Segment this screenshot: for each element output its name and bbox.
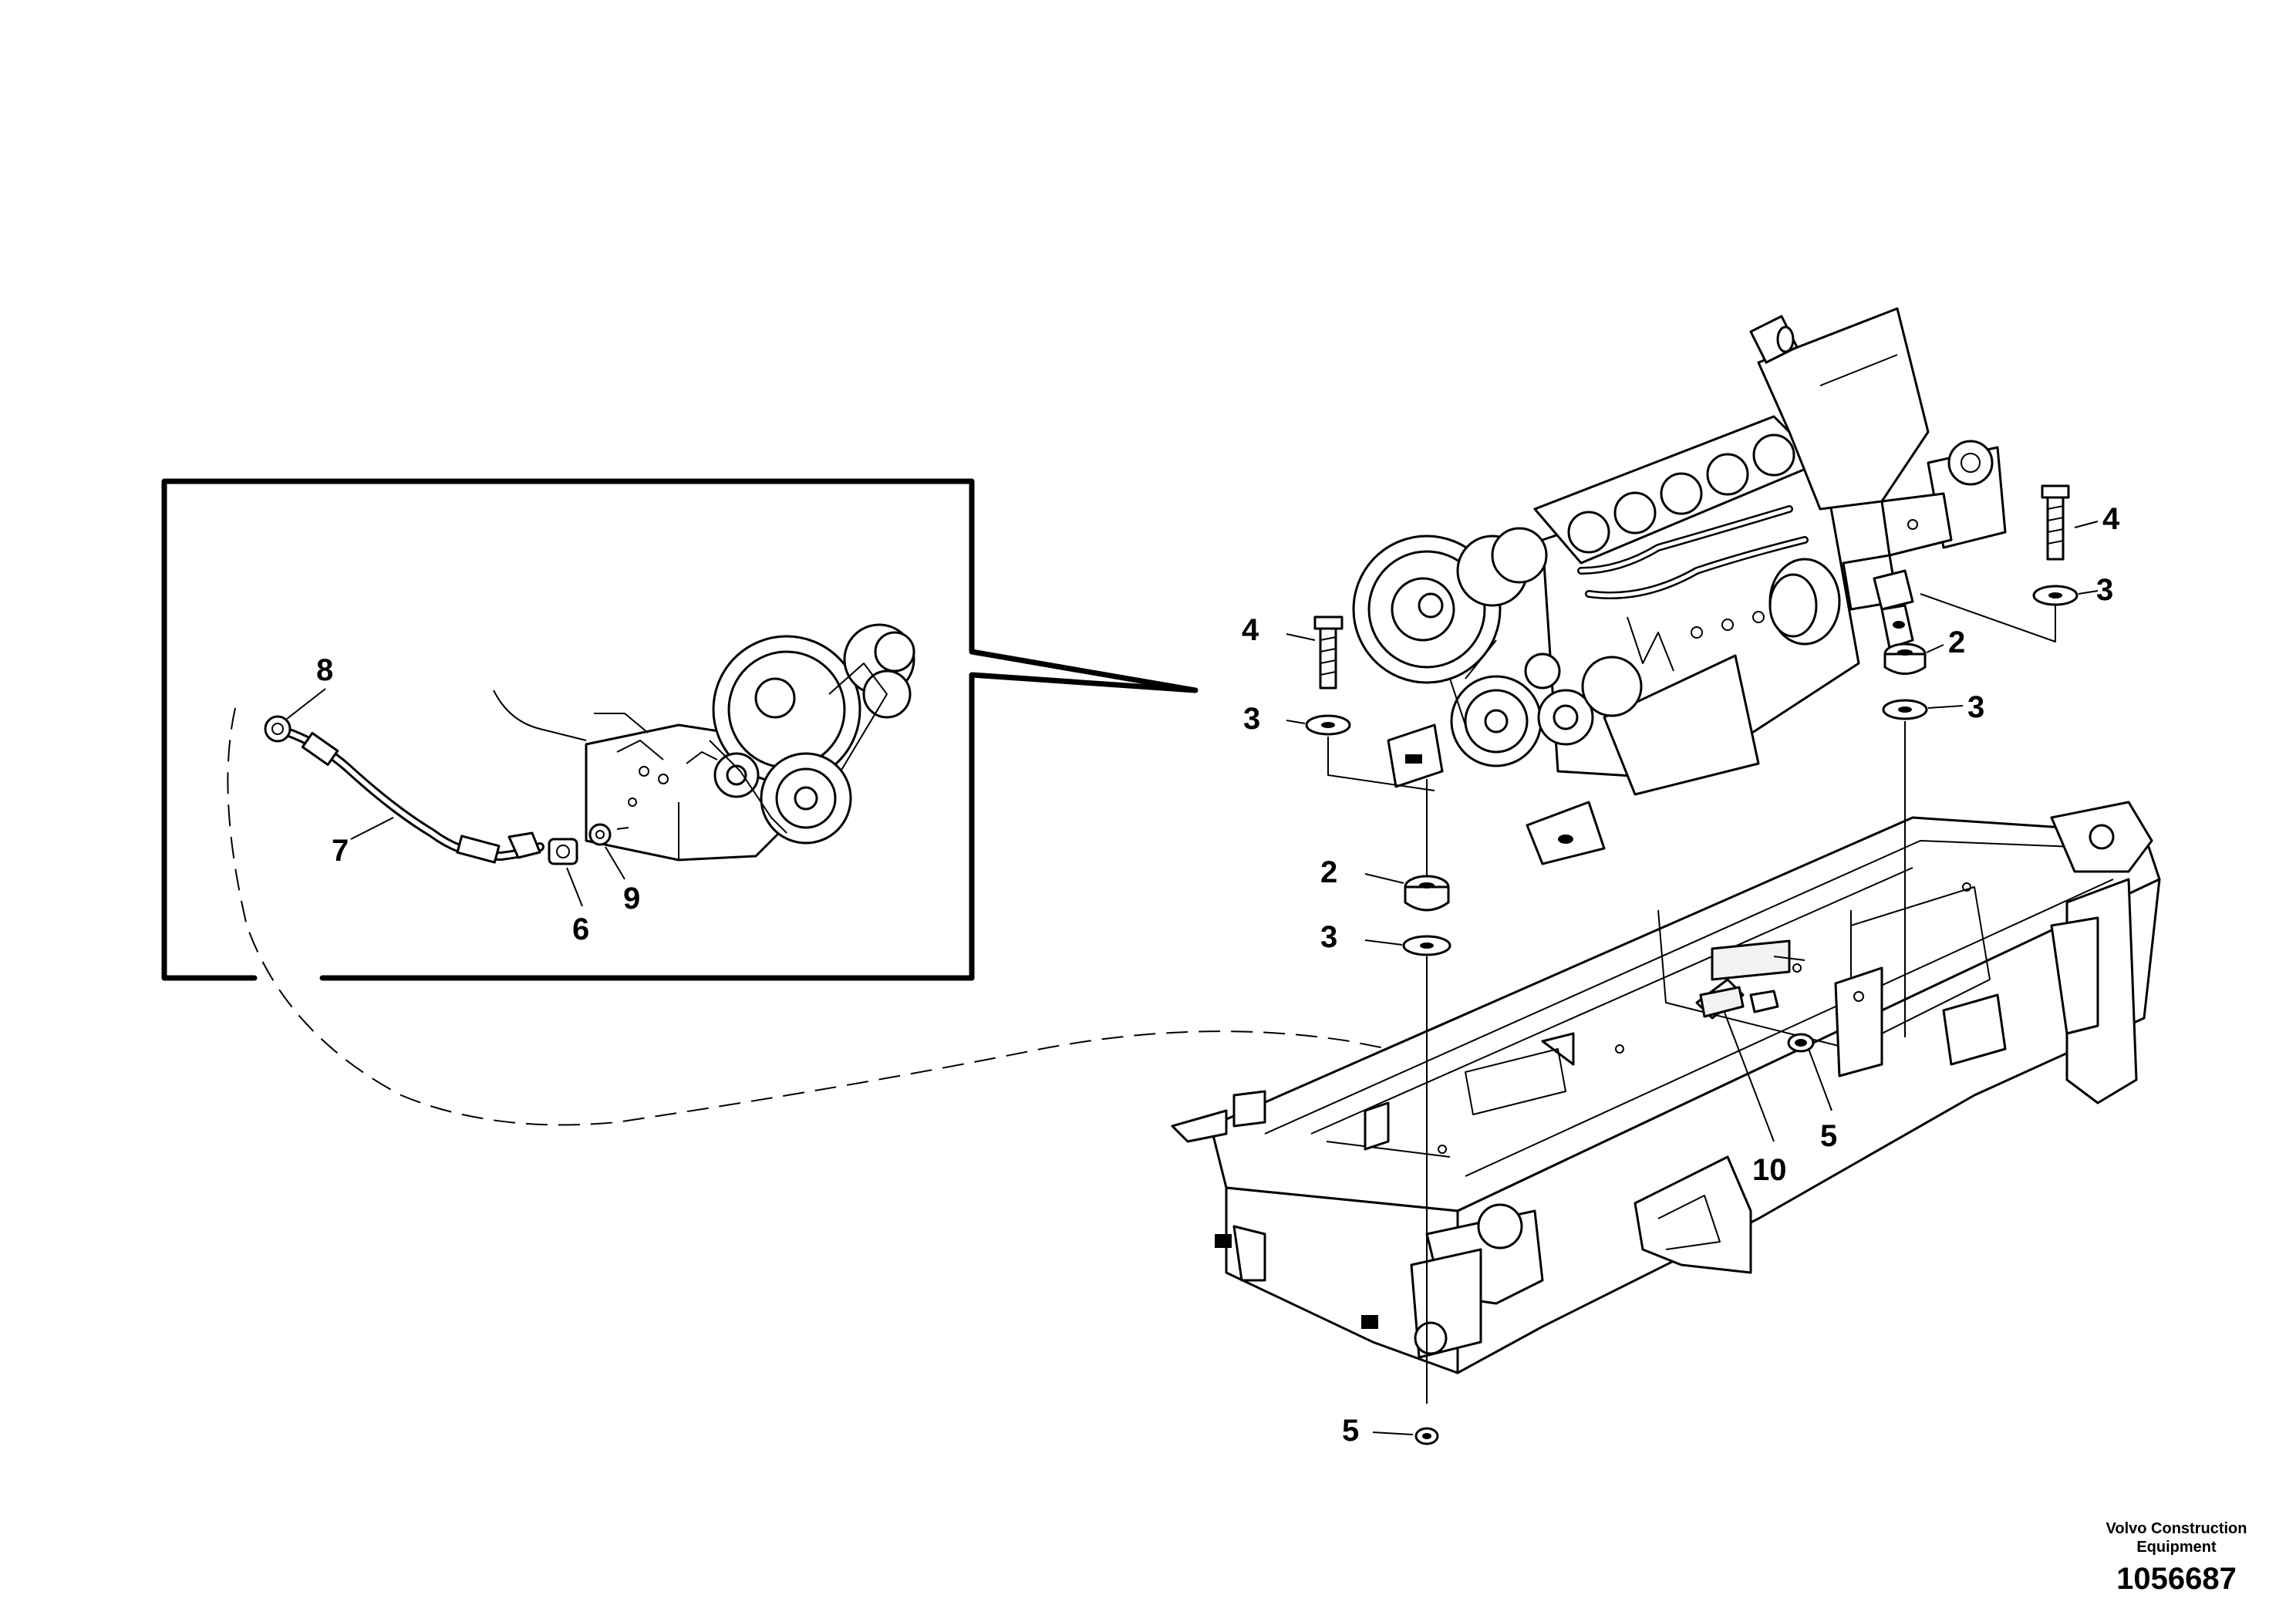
left-mount-stack [1305, 615, 1451, 1445]
machine-frame [1171, 801, 2161, 1374]
bolt-4-left [1319, 625, 1337, 690]
publisher-credit: Volvo Construction Equipment 1056687 [2106, 1520, 2247, 1596]
callout-3-left-lower: 3 [1320, 920, 1337, 954]
callout-8: 8 [316, 653, 333, 687]
callout-labels: 4 3 2 3 4 3 2 3 5 10 5 8 7 6 9 [316, 502, 2120, 1448]
fitting-8 [264, 715, 292, 743]
hose-assembly-7 [264, 715, 629, 865]
bolt-4-right [2046, 494, 2065, 561]
fitting-6 [548, 838, 578, 865]
callout-2-right: 2 [1948, 626, 1965, 659]
callout-6: 6 [572, 912, 589, 946]
figure-number: 1056687 [2116, 1562, 2237, 1596]
callout-5-bottom: 5 [1342, 1414, 1359, 1448]
credit-line-1: Volvo Construction [2106, 1520, 2247, 1537]
callout-2-left: 2 [1320, 855, 1337, 889]
callout-3-right: 3 [2096, 573, 2113, 607]
callout-3-left: 3 [1243, 702, 1260, 736]
callout-leaders [1286, 521, 2099, 1435]
callout-4-left: 4 [1242, 613, 1259, 647]
engine [1352, 307, 2007, 865]
callout-3-right-lower: 3 [1967, 690, 1984, 724]
callout-5-right: 5 [1820, 1119, 1837, 1153]
part-10-sensor [1699, 986, 1745, 1018]
right-mount-stack [1882, 484, 2079, 1037]
credit-line-2: Equipment [2136, 1539, 2217, 1556]
washer-9 [588, 823, 612, 846]
callout-4-right: 4 [2102, 502, 2120, 536]
inset-engine-front [493, 623, 915, 862]
detail-inset [161, 478, 1199, 981]
callout-10: 10 [1752, 1153, 1787, 1187]
callout-9: 9 [623, 882, 640, 916]
inset-frame [161, 478, 1199, 981]
callout-7: 7 [332, 834, 349, 868]
